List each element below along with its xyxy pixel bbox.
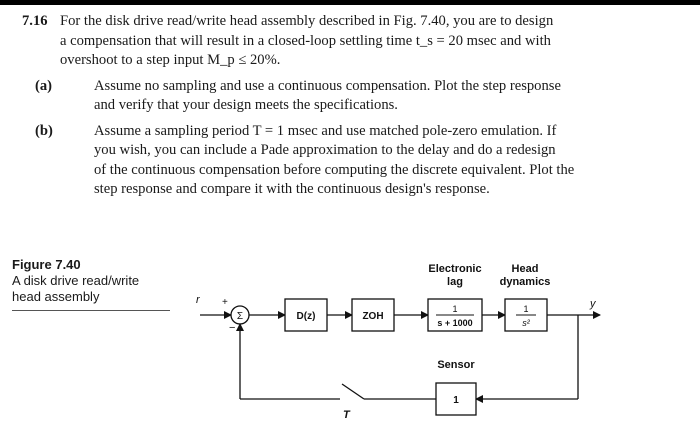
head-label: Head — [512, 263, 539, 275]
part-b-line: step response and compare it with the co… — [94, 181, 490, 197]
figure-caption-line: head assembly — [12, 289, 100, 304]
part-b-line: of the continuous compensation before co… — [94, 161, 575, 178]
part-a-line: Assume no sampling and use a continuous … — [94, 77, 561, 94]
caption-divider — [12, 310, 170, 311]
sampler-label: T — [343, 409, 351, 421]
part-a-line: and verify that your design meets the sp… — [94, 97, 398, 113]
input-label: r — [196, 294, 201, 306]
head-numerator: 1 — [523, 304, 528, 314]
part-a: (a) Assume no sampling and use a continu… — [22, 77, 672, 116]
lag-numerator: 1 — [452, 304, 457, 314]
part-b-line: you wish, you can include a Pade approxi… — [94, 142, 556, 158]
controller-label: D(z) — [297, 311, 316, 322]
part-a-label: (a) — [35, 77, 53, 94]
block-diagram: r + − Σ D(z) ZOH Electronic lag 1 s + 10… — [196, 263, 601, 421]
sensor-gain: 1 — [453, 395, 459, 406]
intro-line: For the disk drive read/write head assem… — [60, 13, 554, 29]
plus-sign: + — [222, 297, 228, 308]
part-b: (b) Assume a sampling period T = 1 msec … — [22, 122, 672, 200]
lag-denominator: s + 1000 — [437, 318, 472, 328]
intro-line: overshoot to a step input M_p ≤ 20%. — [60, 52, 281, 68]
problem-number: 7.16 — [22, 13, 48, 29]
problem-intro: For the disk drive read/write head assem… — [60, 12, 672, 71]
minus-sign: − — [229, 322, 235, 334]
sampler-switch — [341, 383, 365, 400]
sensor-label: Sensor — [437, 359, 475, 371]
head-denominator: s² — [522, 318, 531, 328]
top-border — [0, 0, 700, 5]
part-b-line: Assume a sampling period T = 1 msec and … — [94, 122, 557, 139]
lag-label: lag — [447, 276, 463, 288]
figure-caption-line: A disk drive read/write — [12, 273, 140, 288]
figure-caption: Figure 7.40 A disk drive read/write head… — [12, 257, 172, 305]
head-label: dynamics — [500, 276, 551, 288]
zoh-label: ZOH — [362, 311, 383, 322]
problem-7-16: 7.16 For the disk drive read/write head … — [22, 12, 672, 200]
output-label: y — [589, 298, 597, 310]
intro-line: a compensation that will result in a clo… — [60, 32, 551, 49]
sum-symbol: Σ — [237, 311, 243, 322]
figure-title: Figure 7.40 — [12, 257, 81, 272]
part-b-label: (b) — [35, 122, 53, 139]
lag-label: Electronic — [428, 263, 481, 275]
